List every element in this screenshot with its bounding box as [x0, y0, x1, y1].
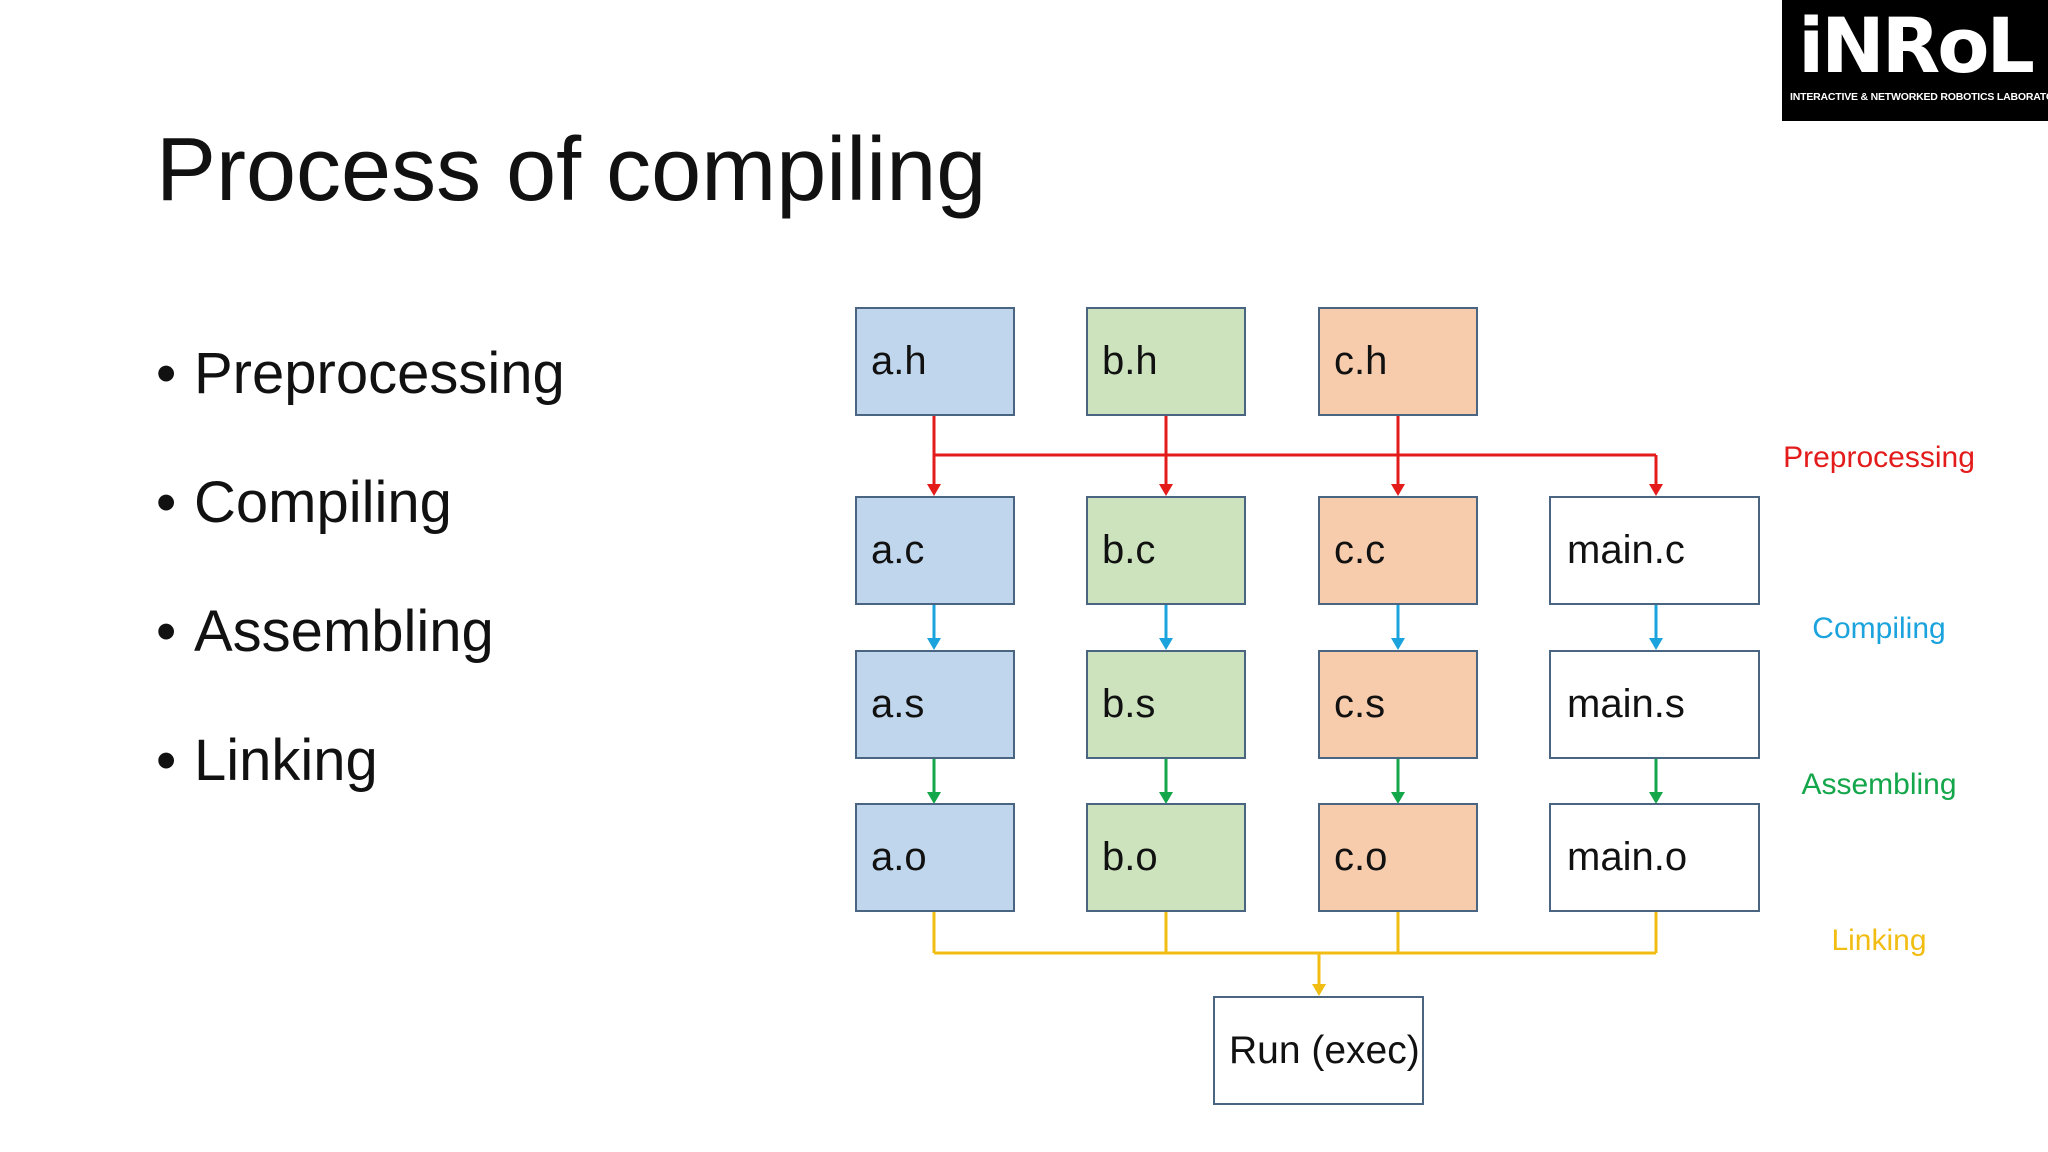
bullet-text: Compiling — [194, 470, 452, 535]
bullet-dot: • — [156, 470, 177, 535]
file-box-c-o: c.o — [1318, 803, 1478, 912]
file-box-b-c: b.c — [1086, 496, 1246, 605]
file-box-a-h: a.h — [855, 307, 1015, 416]
linking-connectors — [932, 911, 1658, 987]
file-box-main-c: main.c — [1549, 496, 1760, 605]
linking-arrowhead — [1312, 984, 1326, 996]
bullet-text: Preprocessing — [194, 341, 565, 406]
bullet-item: • Compiling — [156, 464, 565, 593]
logo-wordmark: iNRoL — [1798, 1, 2035, 90]
compiling-arrowheads — [927, 638, 1663, 650]
bullet-list: • Preprocessing • Compiling • Assembling • L… — [156, 335, 565, 851]
preprocessing-arrowheads — [927, 484, 1663, 496]
assembling-arrowheads — [927, 792, 1663, 804]
file-box-c-h: c.h — [1318, 307, 1478, 416]
logo-subtitle: INTERACTIVE & NETWORKED ROBOTICS LABORAT… — [1790, 91, 2048, 103]
inrol-logo: iNRoL INTERACTIVE & NETWORKED ROBOTICS L… — [1782, 0, 2048, 121]
preprocessing-connectors — [932, 416, 1658, 488]
file-box-a-s: a.s — [855, 650, 1015, 759]
file-box-a-c: a.c — [855, 496, 1015, 605]
stage-label-linking: Linking — [1831, 924, 1927, 957]
bullet-dot: • — [156, 728, 177, 793]
assembling-connectors — [932, 758, 1658, 795]
file-box-a-o: a.o — [855, 803, 1015, 912]
bullet-item: • Linking — [156, 722, 565, 851]
file-box-b-o: b.o — [1086, 803, 1246, 912]
stage-label-compiling: Compiling — [1812, 612, 1946, 645]
bullet-dot: • — [156, 599, 177, 664]
bullet-item: • Preprocessing — [156, 335, 565, 464]
file-box-main-o: main.o — [1549, 803, 1760, 912]
compiling-connectors — [932, 604, 1658, 641]
stage-label-preprocessing: Preprocessing — [1783, 441, 1975, 474]
file-box-b-s: b.s — [1086, 650, 1246, 759]
bullet-text: Linking — [194, 728, 378, 793]
file-box-main-s: main.s — [1549, 650, 1760, 759]
stage-label-assembling: Assembling — [1801, 768, 1957, 801]
bullet-item: • Assembling — [156, 593, 565, 722]
file-box-b-h: b.h — [1086, 307, 1246, 416]
slide-title: Process of compiling — [156, 120, 987, 220]
bullet-text: Assembling — [194, 599, 494, 664]
executable-box: Run (exec) — [1213, 996, 1424, 1105]
bullet-dot: • — [156, 341, 177, 406]
file-box-c-c: c.c — [1318, 496, 1478, 605]
file-box-c-s: c.s — [1318, 650, 1478, 759]
